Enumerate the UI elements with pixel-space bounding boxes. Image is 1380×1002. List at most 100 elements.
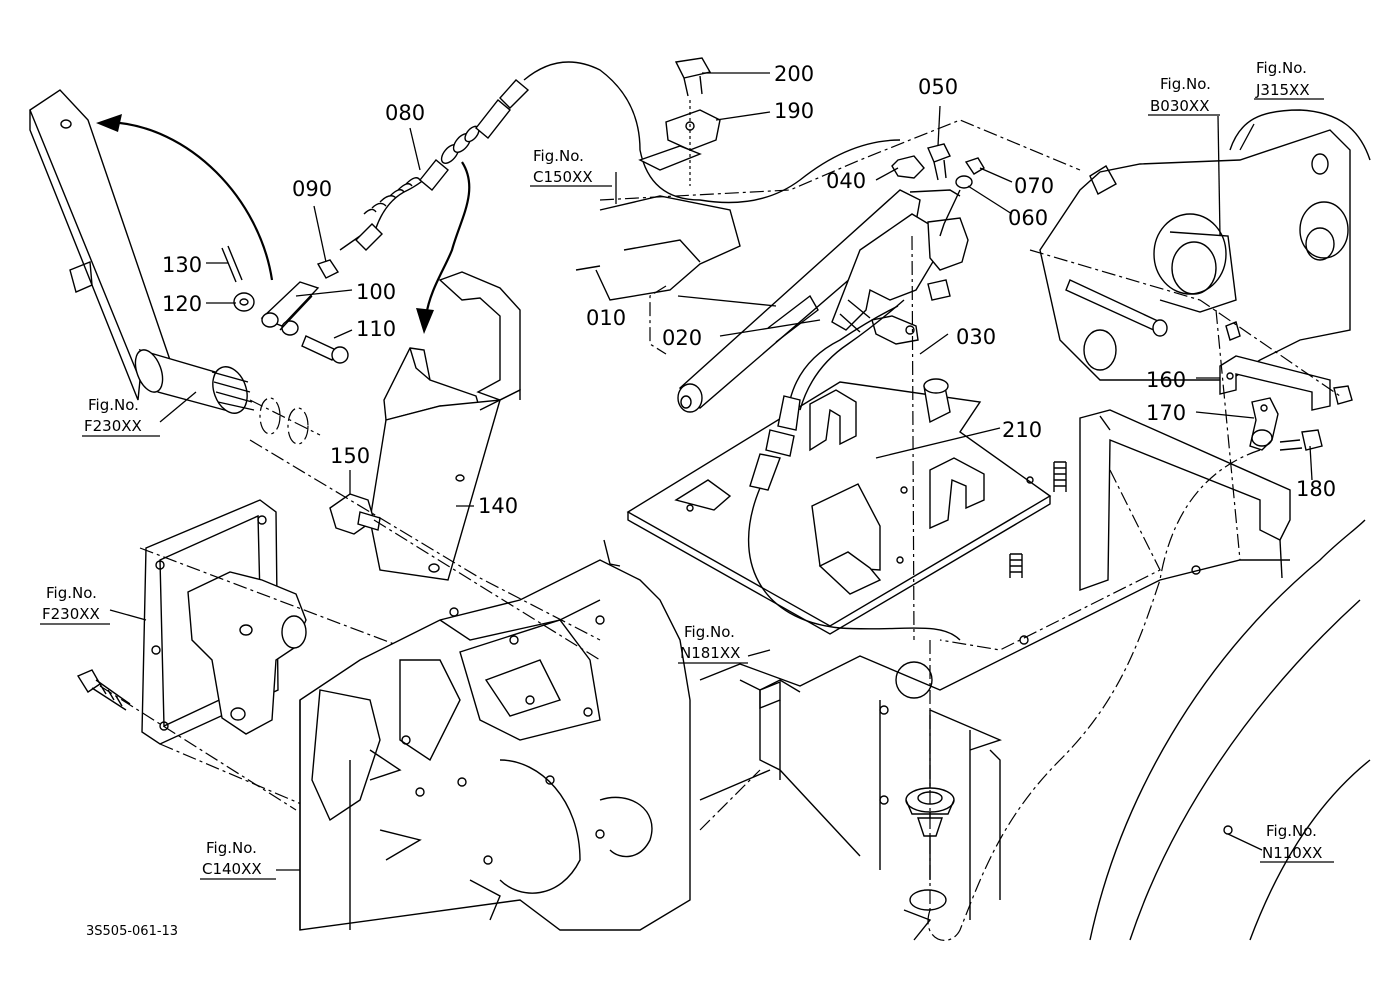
callout-100: 100 bbox=[356, 280, 396, 304]
callout-090: 090 bbox=[292, 177, 332, 201]
pedal-arm bbox=[29, 89, 171, 401]
callout-170: 170 bbox=[1146, 401, 1186, 425]
bolt-200 bbox=[674, 57, 712, 97]
callout-060: 060 bbox=[1008, 206, 1048, 230]
callout-120: 120 bbox=[162, 292, 202, 316]
nut-090 bbox=[316, 259, 340, 279]
figref-f230a: Fig.No. F230XX bbox=[82, 396, 160, 437]
callout-010: 010 bbox=[586, 306, 626, 330]
callout-180: 180 bbox=[1296, 477, 1336, 501]
nut-right bbox=[1333, 385, 1353, 405]
grommet bbox=[903, 787, 955, 941]
fender-outer bbox=[1089, 519, 1366, 941]
callout-020: 020 bbox=[662, 326, 702, 350]
figref-j315-caption: Fig.No. bbox=[1256, 59, 1307, 77]
figref-n181-caption: Fig.No. bbox=[684, 623, 735, 641]
bolt-left bbox=[76, 669, 131, 711]
callout-160: 160 bbox=[1146, 368, 1186, 392]
brake-cable bbox=[339, 61, 901, 251]
lever-cable bbox=[789, 305, 899, 401]
figref-n181: Fig.No. N181XX bbox=[678, 623, 748, 664]
body-centerline bbox=[699, 769, 761, 831]
clamp-170 bbox=[1249, 397, 1279, 451]
clevis-pin bbox=[301, 335, 349, 364]
fender-far bbox=[1249, 759, 1371, 941]
part-callouts: 200 190 080 050 040 070 060 090 130 120 … bbox=[162, 62, 1336, 518]
cover-leader-bottom bbox=[159, 743, 481, 881]
clevis bbox=[260, 281, 320, 336]
body-panel-c150 bbox=[575, 119, 1081, 301]
callout-210: 210 bbox=[1002, 418, 1042, 442]
figref-n181-code: N181XX bbox=[680, 644, 740, 662]
cable-end-fitting bbox=[749, 395, 801, 491]
washer-060 bbox=[955, 175, 973, 189]
callout-140: 140 bbox=[478, 494, 518, 518]
figref-c140-caption: Fig.No. bbox=[206, 839, 257, 857]
arrow-head-left bbox=[96, 114, 122, 132]
figref-n110-caption: Fig.No. bbox=[1266, 822, 1317, 840]
figref-f230a-code: F230XX bbox=[84, 417, 142, 435]
nut-040 bbox=[891, 155, 925, 179]
callout-080: 080 bbox=[385, 101, 425, 125]
assembly-arrow bbox=[424, 161, 471, 317]
callout-200: 200 bbox=[774, 62, 814, 86]
figref-c150-caption: Fig.No. bbox=[533, 147, 584, 165]
drawing-linework bbox=[29, 57, 1371, 941]
washer bbox=[233, 292, 255, 312]
spring-stud-b bbox=[1009, 553, 1023, 578]
lower-body bbox=[699, 559, 1290, 920]
cable-route bbox=[927, 449, 1261, 941]
callout-110: 110 bbox=[356, 317, 396, 341]
drawing-code: 3S505-061-13 bbox=[86, 924, 178, 939]
figref-f230b: Fig.No. F230XX bbox=[40, 584, 110, 625]
figref-b030-caption: Fig.No. bbox=[1160, 75, 1211, 93]
figref-n110: Fig.No. N110XX bbox=[1260, 822, 1334, 863]
callout-130: 130 bbox=[162, 253, 202, 277]
cover-plate-left bbox=[141, 499, 307, 745]
housing-centerline bbox=[1029, 249, 1341, 397]
figref-c150: Fig.No. C150XX bbox=[530, 147, 612, 187]
figref-c140-code: C140XX bbox=[202, 860, 262, 878]
callout-150: 150 bbox=[330, 444, 370, 468]
callout-050: 050 bbox=[918, 75, 958, 99]
axle-housing bbox=[1039, 129, 1351, 381]
shaft-centerline bbox=[249, 439, 601, 641]
figref-f230a-caption: Fig.No. bbox=[88, 396, 139, 414]
spring-pin bbox=[221, 245, 243, 283]
figref-b030-code: B030XX bbox=[1150, 97, 1209, 115]
callout-190: 190 bbox=[774, 99, 814, 123]
transmission-case bbox=[299, 539, 691, 931]
callout-070: 070 bbox=[1014, 174, 1054, 198]
left-centerline bbox=[99, 685, 297, 811]
nut-070 bbox=[964, 157, 985, 175]
lever-cable-2 bbox=[799, 299, 905, 411]
leader-lines bbox=[109, 72, 1313, 871]
figref-j315-code: J315XX bbox=[1255, 81, 1310, 99]
bolt-180 bbox=[1279, 429, 1323, 451]
figref-f230b-code: F230XX bbox=[42, 605, 100, 623]
rotation-arrow-left bbox=[107, 120, 274, 281]
bracket-160 bbox=[1219, 321, 1331, 411]
parking-brake-lever bbox=[677, 189, 969, 413]
group-bracket-010 bbox=[649, 285, 667, 355]
bolt-050 bbox=[927, 143, 951, 181]
figure-references: Fig.No. C150XX Fig.No. B030XX Fig.No. J3… bbox=[40, 59, 1334, 880]
figref-c140: Fig.No. C140XX bbox=[200, 839, 276, 880]
arrow-head-down bbox=[416, 308, 434, 334]
fender-inner bbox=[1129, 599, 1361, 941]
frame-centerline bbox=[939, 469, 1161, 651]
bracket-190 bbox=[638, 109, 721, 171]
bolt-centerline-right bbox=[1215, 309, 1241, 561]
callout-040: 040 bbox=[826, 169, 866, 193]
base-plate-030 bbox=[626, 378, 1052, 635]
figref-b030: Fig.No. B030XX bbox=[1148, 75, 1220, 116]
figref-c150-code: C150XX bbox=[533, 168, 593, 186]
figref-n110-code: N110XX bbox=[1262, 844, 1322, 862]
pedal-shaft bbox=[134, 348, 321, 445]
figref-f230b-caption: Fig.No. bbox=[46, 584, 97, 602]
callout-030: 030 bbox=[956, 325, 996, 349]
figref-j315: Fig.No. J315XX bbox=[1254, 59, 1324, 100]
cover-leader-top bbox=[139, 547, 411, 651]
pivot-centerline bbox=[911, 235, 915, 641]
